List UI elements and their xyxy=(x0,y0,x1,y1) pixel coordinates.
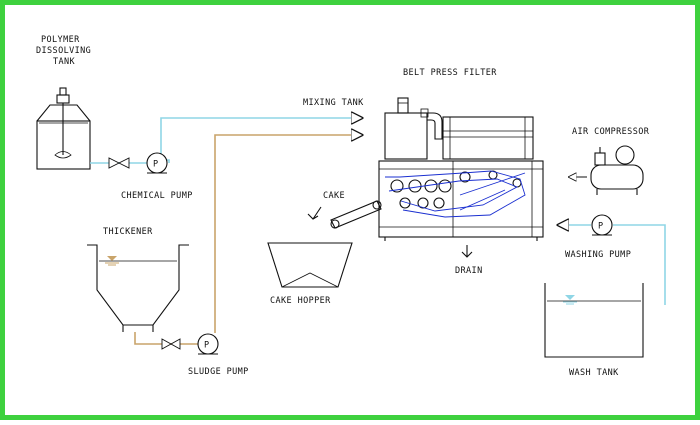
svg-text:P: P xyxy=(204,341,210,351)
air-compressor xyxy=(590,145,644,195)
air-compressor-label: AIR COMPRESSOR xyxy=(572,127,650,137)
svg-text:P: P xyxy=(153,160,159,170)
washing-pump-label: WASHING PUMP xyxy=(565,250,631,260)
valve-icon xyxy=(161,338,181,350)
belt-press-filter xyxy=(378,97,544,241)
cake-hopper-label: CAKE HOPPER xyxy=(270,296,331,306)
drain-label: DRAIN xyxy=(455,266,483,276)
mixing-tank-label: MIXING TANK xyxy=(303,98,364,108)
water-level-icon xyxy=(563,295,577,305)
polymer-tank-label-3: TANK xyxy=(53,57,76,67)
svg-text:P: P xyxy=(598,222,604,232)
chemical-to-mixing-line xyxy=(160,118,362,163)
cake-label: CAKE xyxy=(323,191,345,201)
cake-conveyor xyxy=(330,200,382,229)
cake-hopper xyxy=(267,242,353,288)
thickener-label: THICKENER xyxy=(103,227,153,237)
pump-icon: P xyxy=(146,152,168,174)
sludge-pump-label: SLUDGE PUMP xyxy=(188,367,249,377)
chemical-pump-label: CHEMICAL PUMP xyxy=(121,191,193,201)
wash-tank xyxy=(544,283,644,358)
wash-water-line xyxy=(613,224,666,305)
polymer-dissolving-tank xyxy=(36,87,91,170)
arrow-icon xyxy=(461,245,473,258)
valve-icon xyxy=(108,157,130,169)
wash-tank-label: WASH TANK xyxy=(569,368,619,378)
polymer-tank-label-2: DISSOLVING xyxy=(36,46,91,56)
sludge-to-mixing-line xyxy=(214,135,362,333)
pump-icon: P xyxy=(197,333,219,355)
polymer-tank-label-1: POLYMER xyxy=(41,35,80,45)
pump-icon: P xyxy=(591,214,613,236)
water-level-icon xyxy=(105,256,119,266)
arrow-icon xyxy=(307,206,322,220)
process-flow-diagram: POLYMER DISSOLVING TANK P CHEMICAL PUMP … xyxy=(36,35,666,378)
thickener xyxy=(87,244,189,332)
belt-press-filter-label: BELT PRESS FILTER xyxy=(403,68,497,78)
